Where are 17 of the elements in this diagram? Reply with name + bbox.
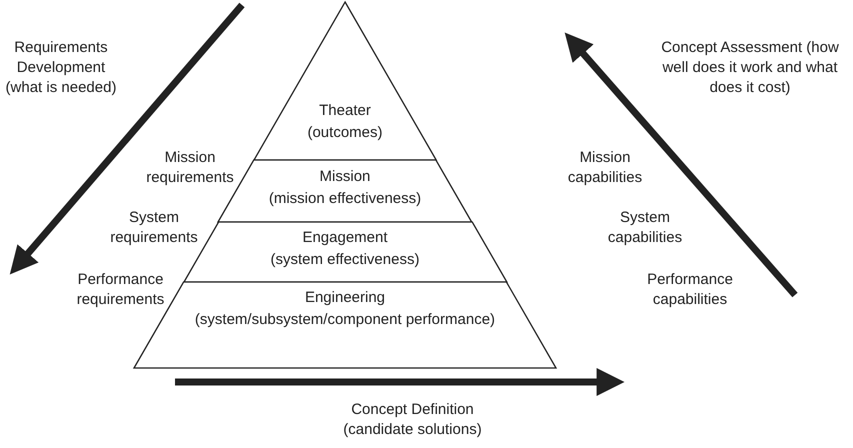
side-label: System capabilities	[606, 208, 684, 248]
tier-title: Engagement	[302, 228, 388, 248]
tier-title: Engineering	[304, 288, 386, 308]
tier-title: Theater	[319, 101, 371, 121]
process-label: Requirements Development (what is needed)	[4, 38, 118, 98]
tier-title: Mission	[320, 167, 370, 187]
side-label: System requirements	[109, 208, 199, 248]
side-label: Mission capabilities	[566, 148, 644, 188]
tier-description: (outcomes)	[307, 123, 382, 143]
tier-description: (mission effectiveness)	[268, 189, 422, 209]
side-label: Mission requirements	[145, 148, 235, 188]
tier-description: (system effectiveness)	[270, 250, 420, 270]
process-label: Concept Definition (candidate solutions)	[342, 400, 483, 440]
side-label: Performance capabilities	[646, 270, 734, 310]
side-label: Performance requirements	[76, 270, 166, 310]
tier-description: (system/subsystem/component performance)	[194, 310, 496, 330]
process-label: Concept Assessment (how well does it work and what does it cost)	[660, 38, 840, 98]
